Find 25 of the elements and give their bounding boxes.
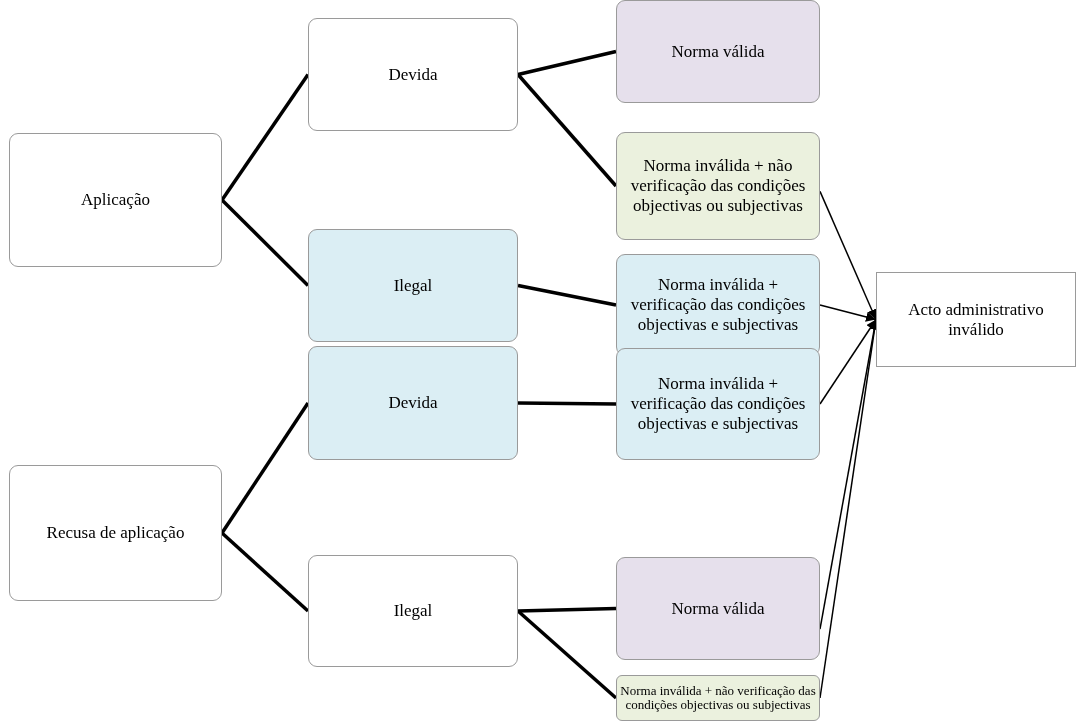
connector-line: [220, 73, 310, 201]
arrow: [819, 318, 877, 405]
text-box: Acto administrativo inválido: [876, 272, 1076, 367]
connector-line: [220, 531, 310, 613]
connector-line: [220, 402, 310, 534]
text-box: Recusa de aplicação: [9, 465, 222, 601]
connector-line: [516, 73, 618, 188]
text-box: Devida: [308, 18, 518, 131]
text-box: Norma válida: [616, 557, 820, 660]
connector-line: [517, 283, 617, 307]
text-box: Ilegal: [308, 229, 518, 342]
connector-line: [220, 198, 310, 287]
arrow: [819, 190, 877, 321]
connector-line: [517, 606, 617, 613]
text-box: Norma inválida + verificação das condições objectivas e subjectivas: [616, 348, 820, 460]
text-box: Ilegal: [308, 555, 518, 667]
connector-line: [517, 49, 617, 77]
text-box: Devida: [308, 346, 518, 460]
connector-line: [518, 401, 616, 406]
text-box: Norma válida: [616, 0, 820, 103]
text-box: Norma inválida + não verificação das condições objectivas ou subjectivas: [616, 132, 820, 240]
connector-line: [516, 609, 618, 700]
text-box: Aplicação: [9, 133, 222, 267]
arrow: [819, 304, 877, 322]
text-box: Norma inválida + não verificação das condições objectivas ou subjectivas: [616, 675, 820, 721]
